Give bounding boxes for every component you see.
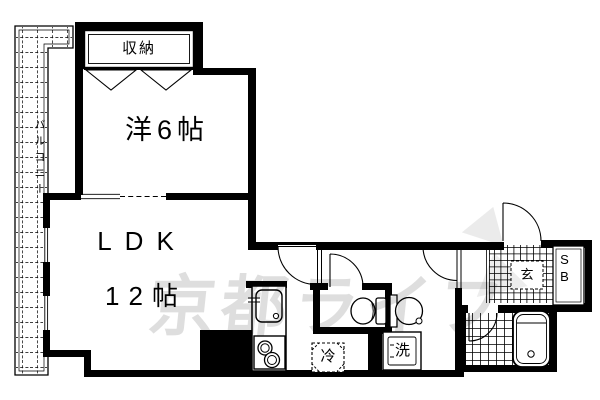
bathroom-door-arc-icon [468, 312, 498, 342]
entrance-label-box [510, 260, 544, 290]
washroom-door-arc-icon [422, 245, 458, 282]
ldk-label: LDK [97, 226, 187, 256]
bathtub-icon [512, 310, 551, 368]
toilet-door-arc-icon [329, 253, 364, 288]
washbasin-icon [389, 294, 424, 328]
shoe-box-label: SB [557, 252, 572, 286]
entrance-label: 玄 [520, 267, 534, 282]
closet-door-chevron-icon [84, 69, 138, 91]
faucet-icon [248, 297, 260, 303]
closet-door-chevron-icon [139, 69, 193, 91]
toilet-icon [350, 297, 387, 325]
ldk-door-arc-icon [277, 245, 317, 286]
western-room-label: 洋6帖 [124, 115, 210, 145]
door-jambs [317, 242, 462, 288]
shoe-box [552, 245, 585, 306]
balcony-label: バルコニー [33, 119, 45, 199]
wall-openings [43, 228, 498, 330]
washing-machine-label: 洗 [394, 342, 410, 359]
ldk-size-label: 12帖 [105, 281, 187, 311]
refrigerator-label: 冷 [320, 348, 336, 365]
entrance-door-arc-icon [502, 202, 542, 242]
storage-label: 収納 [121, 40, 156, 57]
kitchen-sink-icon [255, 289, 283, 323]
windows [44, 193, 166, 330]
washing-machine-box [382, 331, 422, 371]
kitchen-unit [248, 285, 287, 372]
refrigerator-box [311, 342, 345, 373]
walls [43, 22, 592, 377]
storage-closet [82, 28, 196, 91]
door-arcs [277, 202, 542, 342]
